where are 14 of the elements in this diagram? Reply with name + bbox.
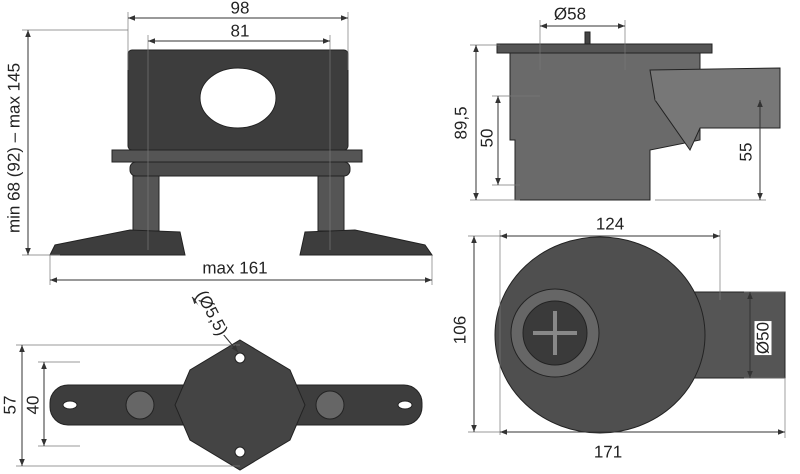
dimension-label: 55	[738, 142, 754, 162]
dimension-label: 98	[230, 0, 250, 16]
dimension-label: 124	[594, 216, 626, 232]
dimension-label: 171	[592, 444, 624, 460]
dimension-label: Ø50	[754, 320, 772, 356]
dimension-label: 40	[24, 394, 42, 416]
dimension-label: min 68 (92) – max 145	[6, 62, 22, 234]
dimension-label: 50	[478, 128, 496, 148]
dimension-label: max 161	[201, 260, 269, 276]
dimension-label: 81	[230, 22, 250, 40]
dimension-label: 89,5	[452, 105, 470, 141]
dimension-label: 57	[2, 394, 18, 416]
dimension-label: Ø58	[552, 6, 588, 22]
dimension-label: 106	[452, 314, 468, 346]
